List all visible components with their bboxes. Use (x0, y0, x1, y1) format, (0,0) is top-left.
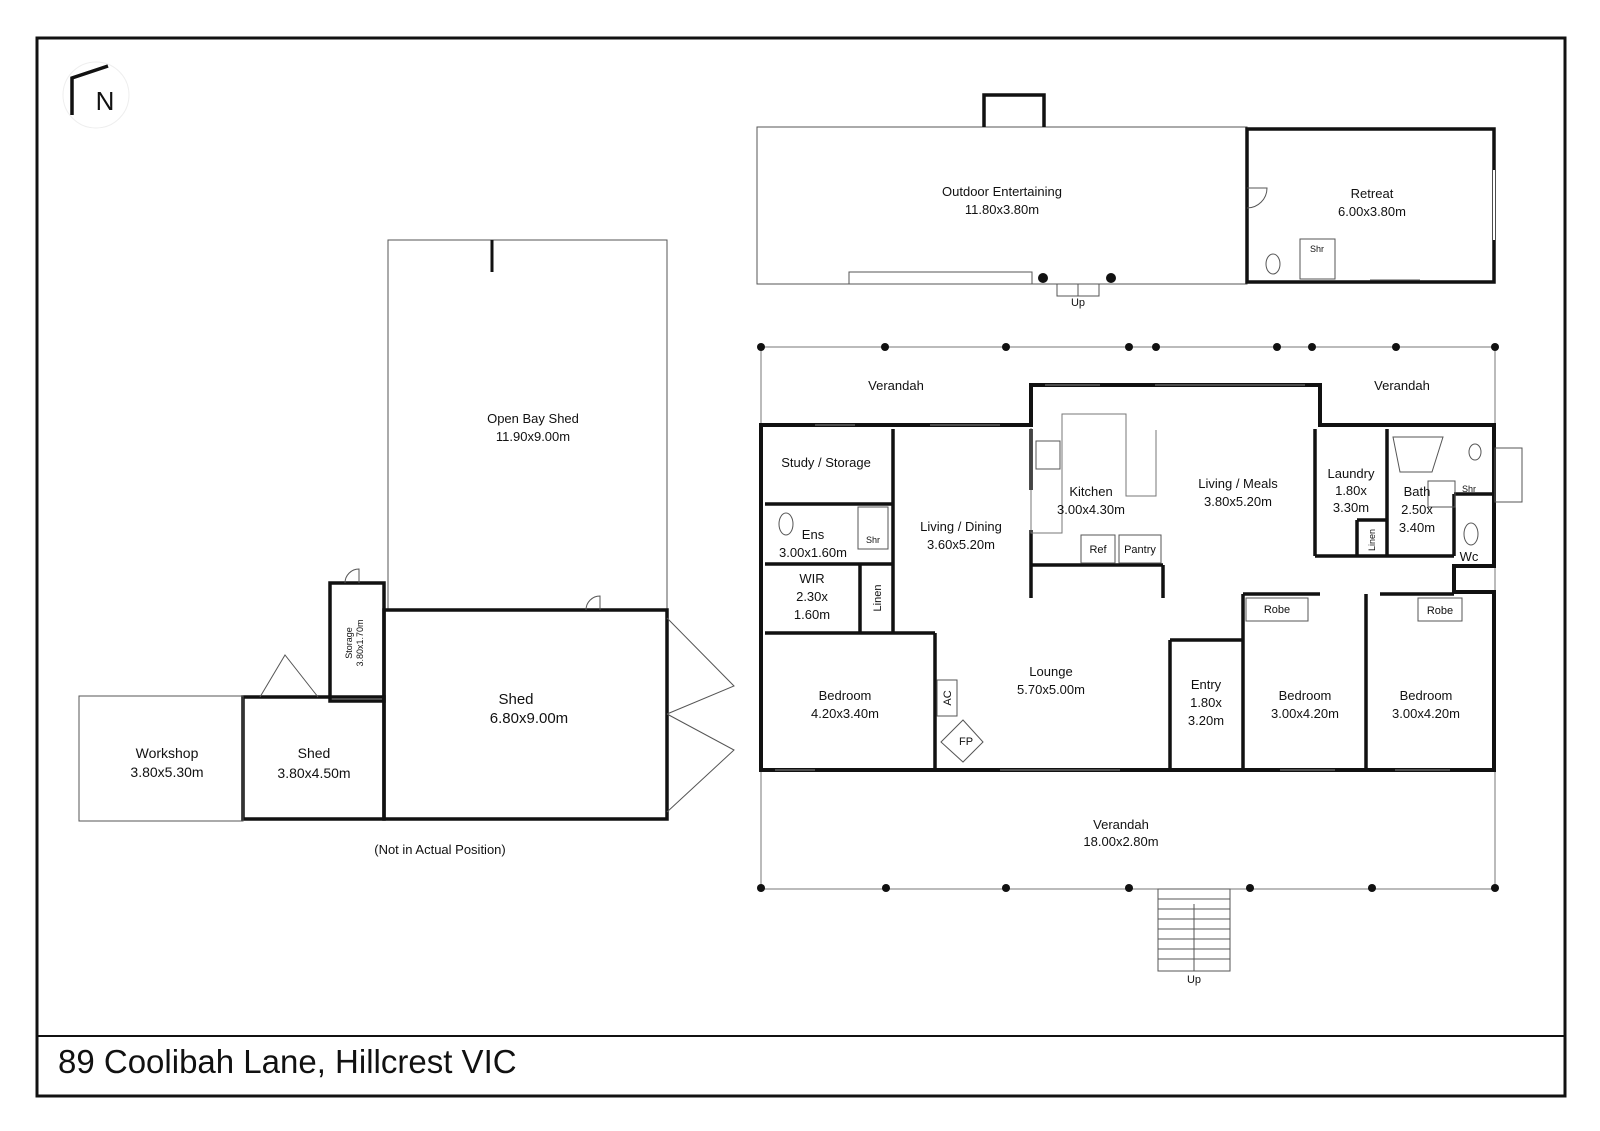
front-steps-up: Up (1187, 974, 1201, 986)
living-dining-name: Living / Dining (920, 519, 1002, 534)
verandah-right-label: Verandah (1374, 378, 1430, 393)
bedroom2-dims: 3.00x4.20m (1271, 706, 1339, 721)
workshop-dims: 3.80x5.30m (130, 764, 203, 780)
workshop-name: Workshop (136, 745, 199, 761)
entry-dims-1: 1.80x (1190, 695, 1222, 710)
fireplace-label: FP (959, 736, 973, 748)
entry-dims-2: 3.20m (1188, 713, 1224, 728)
bedroom1-dims: 4.20x3.40m (811, 706, 879, 721)
verandah-left-label: Verandah (868, 378, 924, 393)
north-label: N (96, 86, 115, 116)
laundry-dims-2: 3.30m (1333, 500, 1369, 515)
bedroom1-name: Bedroom (819, 688, 872, 703)
shed-small-dims: 3.80x4.50m (277, 765, 350, 781)
verandah-posts (757, 343, 1499, 892)
laundry-name: Laundry (1328, 466, 1375, 481)
front-steps (1157, 888, 1231, 972)
living-meals-dims: 3.80x5.20m (1204, 494, 1272, 509)
wir-dims-2: 1.60m (794, 607, 830, 622)
main-house: Verandah Verandah Verandah 18.00x2.80m U… (757, 343, 1523, 986)
bath-dims-1: 2.50x (1401, 502, 1433, 517)
outdoor-entertaining-dims: 11.80x3.80m (965, 202, 1039, 217)
north-arrow-icon: N (62, 61, 130, 129)
pantry-label: Pantry (1124, 544, 1156, 556)
bath-name: Bath (1404, 484, 1431, 499)
outdoor-entertaining-name: Outdoor Entertaining (942, 184, 1062, 199)
verandah-front-name: Verandah (1093, 817, 1149, 832)
living-dining-dims: 3.60x5.20m (927, 537, 995, 552)
storage-room (328, 581, 386, 703)
property-address: 89 Coolibah Lane, Hillcrest VIC (58, 1043, 517, 1080)
not-in-position-note: (Not in Actual Position) (374, 842, 506, 857)
bath-dims-2: 3.40m (1399, 520, 1435, 535)
bath-shower: Shr (1462, 484, 1476, 494)
shed-large-name: Shed (498, 691, 533, 708)
laundry-dims-1: 1.80x (1335, 483, 1367, 498)
living-meals-name: Living / Meals (1198, 476, 1278, 491)
retreat-dims: 6.00x3.80m (1338, 204, 1406, 219)
lounge-dims: 5.70x5.00m (1017, 682, 1085, 697)
lounge-name: Lounge (1029, 664, 1072, 679)
outer-frame (35, 36, 1567, 1098)
bedroom3-dims: 3.00x4.20m (1392, 706, 1460, 721)
house-outer-wall (759, 383, 1496, 772)
robe2-label: Robe (1264, 604, 1290, 616)
open-bay-shed-name: Open Bay Shed (487, 411, 579, 426)
shed-large-dims: 6.80x9.00m (490, 710, 568, 727)
linen-label-2: Linen (1367, 529, 1377, 551)
ensuite-name: Ens (802, 527, 825, 542)
outdoor-area: Up Outdoor Entertaining 11.80x3.80m Shr … (756, 93, 1496, 309)
shed-small-name: Shed (298, 745, 331, 761)
retreat-name: Retreat (1351, 186, 1394, 201)
wir-dims-1: 2.30x (796, 589, 828, 604)
bedroom2-name: Bedroom (1279, 688, 1332, 703)
open-bay-shed-dims: 11.90x9.00m (496, 429, 570, 444)
wc-label: Wc (1460, 549, 1479, 564)
study-storage-label: Study / Storage (781, 455, 871, 470)
linen-label-1: Linen (872, 585, 884, 612)
entry-name: Entry (1191, 677, 1222, 692)
outdoor-up: Up (1071, 297, 1085, 309)
ensuite-shower: Shr (866, 535, 880, 545)
ac-label: AC (942, 690, 954, 705)
ensuite-dims: 3.00x1.60m (779, 545, 847, 560)
retreat-shower: Shr (1310, 244, 1324, 254)
outbuildings: Open Bay Shed 11.90x9.00m Shed 6.80x9.00… (78, 239, 735, 857)
robe3-label: Robe (1427, 605, 1453, 617)
workshop (78, 695, 244, 822)
bedroom3-name: Bedroom (1400, 688, 1453, 703)
kitchen-dims: 3.00x4.30m (1057, 502, 1125, 517)
storage-name: Storage (344, 627, 354, 659)
kitchen-name: Kitchen (1069, 484, 1112, 499)
verandah-front-dims: 18.00x2.80m (1083, 834, 1158, 849)
storage-dims: 3.80x1.70m (355, 619, 365, 666)
ref-label: Ref (1089, 544, 1107, 556)
wir-name: WIR (799, 571, 824, 586)
